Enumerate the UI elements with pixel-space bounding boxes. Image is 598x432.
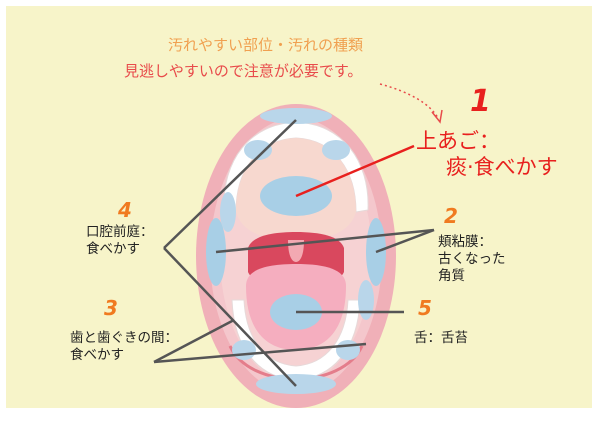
bottom-strip <box>0 414 598 432</box>
pointer-line-1 <box>295 144 415 198</box>
highlight-lower-right-gum <box>336 340 360 360</box>
region-number-2: 2 <box>444 204 458 228</box>
region-number-4: 4 <box>118 198 132 222</box>
region-4-line-1: 口腔前庭： <box>86 224 154 240</box>
highlight-upper-left-gum <box>244 140 272 160</box>
leader-line-3b <box>153 342 367 364</box>
region-5-line-1: 舌：舌苔 <box>414 330 468 346</box>
highlight-lower-lip <box>256 374 336 394</box>
region-2-line-1: 頬粘膜： <box>438 234 492 250</box>
heading-line-1: 汚れやすい部位・汚れの種類 <box>168 36 364 54</box>
region-3-line-2: 食べかす <box>70 347 124 363</box>
leader-line-2a <box>215 228 435 254</box>
leader-line-4a <box>163 119 297 249</box>
highlight-upper-lip <box>260 108 332 124</box>
highlight-right-vestibule <box>358 280 374 320</box>
region-2-line-2: 古くなった <box>438 251 506 267</box>
region-label-4: 口腔前庭： 食べかす <box>86 224 154 258</box>
region-1-line-2: 痰·食べかす <box>446 155 558 179</box>
region-4-line-2: 食べかす <box>86 241 140 257</box>
dotted-pointer-arrow <box>379 83 439 119</box>
leader-line-4b <box>163 247 297 387</box>
region-label-3: 歯と歯ぐきの間： 食べかす <box>70 330 178 364</box>
dotted-pointer-arrowhead <box>431 109 443 124</box>
region-number-5: 5 <box>418 296 432 320</box>
highlight-lower-left-gum <box>232 340 256 360</box>
region-label-5: 舌：舌苔 <box>414 330 468 347</box>
region-3-line-1: 歯と歯ぐきの間： <box>70 330 178 346</box>
heading-line-2: 見逃しやすいので注意が必要です。 <box>124 62 363 80</box>
leader-line-3a <box>153 318 235 364</box>
region-2-line-3: 角質 <box>438 268 465 284</box>
region-number-3: 3 <box>104 296 118 320</box>
leader-line-2b <box>375 228 435 254</box>
region-number-1: 1 <box>470 84 491 119</box>
region-label-2: 頬粘膜： 古くなった 角質 <box>438 234 506 285</box>
highlight-left-vestibule <box>220 192 236 232</box>
region-1-line-1: 上あご： <box>416 129 500 153</box>
highlight-upper-right-gum <box>322 140 350 160</box>
region-label-1: 上あご： 痰·食べかす <box>416 128 558 180</box>
